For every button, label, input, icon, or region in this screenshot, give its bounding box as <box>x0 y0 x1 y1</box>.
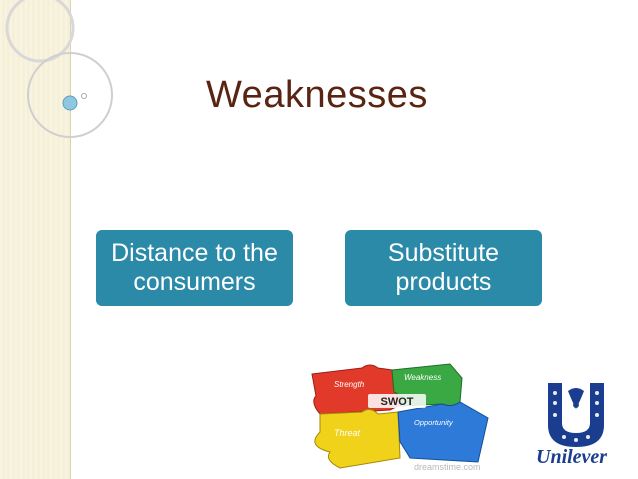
opportunity-label: Opportunity <box>414 418 454 427</box>
swot-label-bg <box>368 394 426 408</box>
puzzle-piece-opportunity <box>397 401 489 463</box>
deco-dot-blue <box>62 95 78 111</box>
unilever-logo-icon <box>548 383 604 447</box>
weakness-box-distance: Distance to the consumers <box>96 230 293 306</box>
deco-circle-large <box>5 0 75 63</box>
unilever-center-leaf <box>568 388 584 409</box>
swot-center-label: SWOT <box>381 396 414 408</box>
slide-title: Weaknesses <box>206 74 428 116</box>
image-watermark: dreamstime.com <box>414 462 481 472</box>
swot-puzzle-image: SWOT Strength Weakness Threat Opportunit… <box>311 363 489 469</box>
deco-circle-arc <box>27 52 113 138</box>
deco-dot-small <box>81 93 87 99</box>
strength-label: Strength <box>334 380 365 389</box>
weakness-box-substitute: Substitute products <box>345 230 542 306</box>
unilever-u-shape <box>548 383 604 447</box>
left-decorative-band <box>0 0 71 479</box>
unilever-wordmark: Unilever <box>536 446 608 468</box>
decorative-circles-graphic <box>5 0 113 138</box>
weakness-label: Weakness <box>404 373 441 382</box>
threat-label: Threat <box>334 428 361 438</box>
puzzle-piece-threat <box>314 408 401 469</box>
